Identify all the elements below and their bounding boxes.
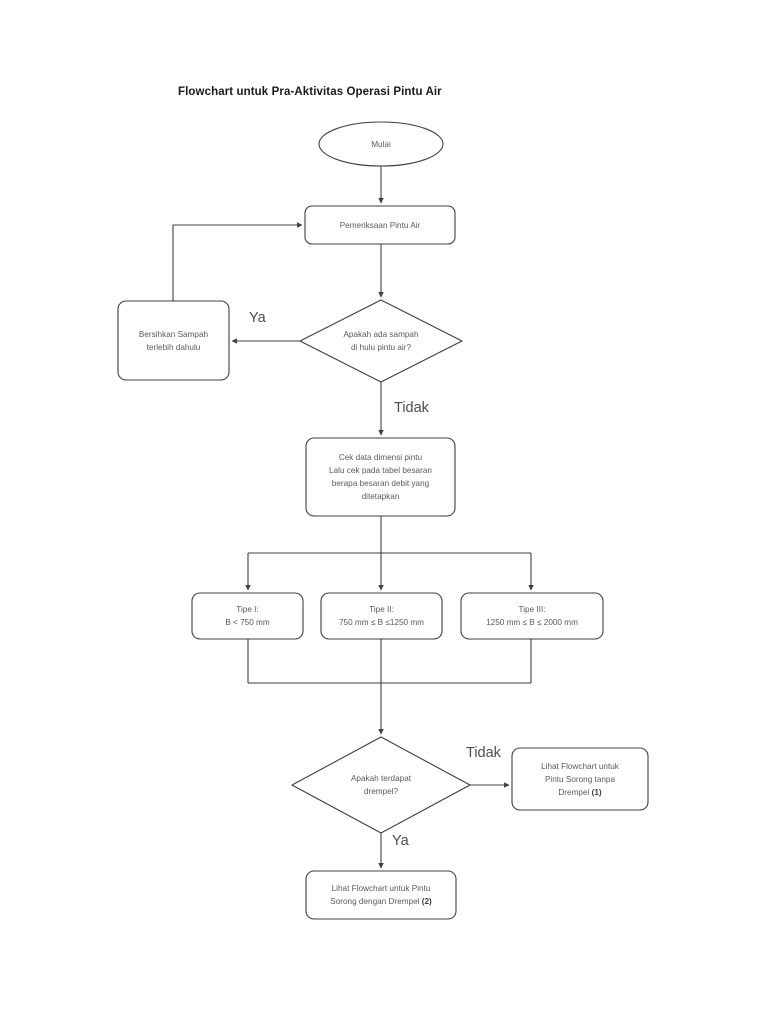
node-tipe-2-shape bbox=[320, 592, 443, 640]
page-title: Flowchart untuk Pra-Aktivitas Operasi Pi… bbox=[178, 86, 442, 98]
node-start-shape bbox=[318, 121, 444, 167]
node-decision-sampah-shape bbox=[299, 299, 463, 383]
edge-label-tidak-sampah: Tidak bbox=[394, 400, 429, 416]
node-tipe-1-shape bbox=[191, 592, 304, 640]
edge-bersihkan-to-pemeriksaan bbox=[172, 222, 303, 301]
node-tanpa-drempel-shape bbox=[511, 747, 649, 811]
node-dengan-drempel-shape bbox=[305, 870, 457, 920]
node-bersihkan-shape bbox=[117, 300, 230, 381]
edge-label-ya-sampah: Ya bbox=[249, 310, 266, 326]
node-pemeriksaan-shape bbox=[304, 205, 456, 245]
node-cek-data-shape bbox=[305, 437, 456, 517]
edge-label-tidak-drempel: Tidak bbox=[466, 745, 501, 761]
node-decision-drempel-shape bbox=[291, 736, 471, 834]
node-tipe-3-shape bbox=[460, 592, 604, 640]
edge-label-ya-drempel: Ya bbox=[392, 833, 409, 849]
